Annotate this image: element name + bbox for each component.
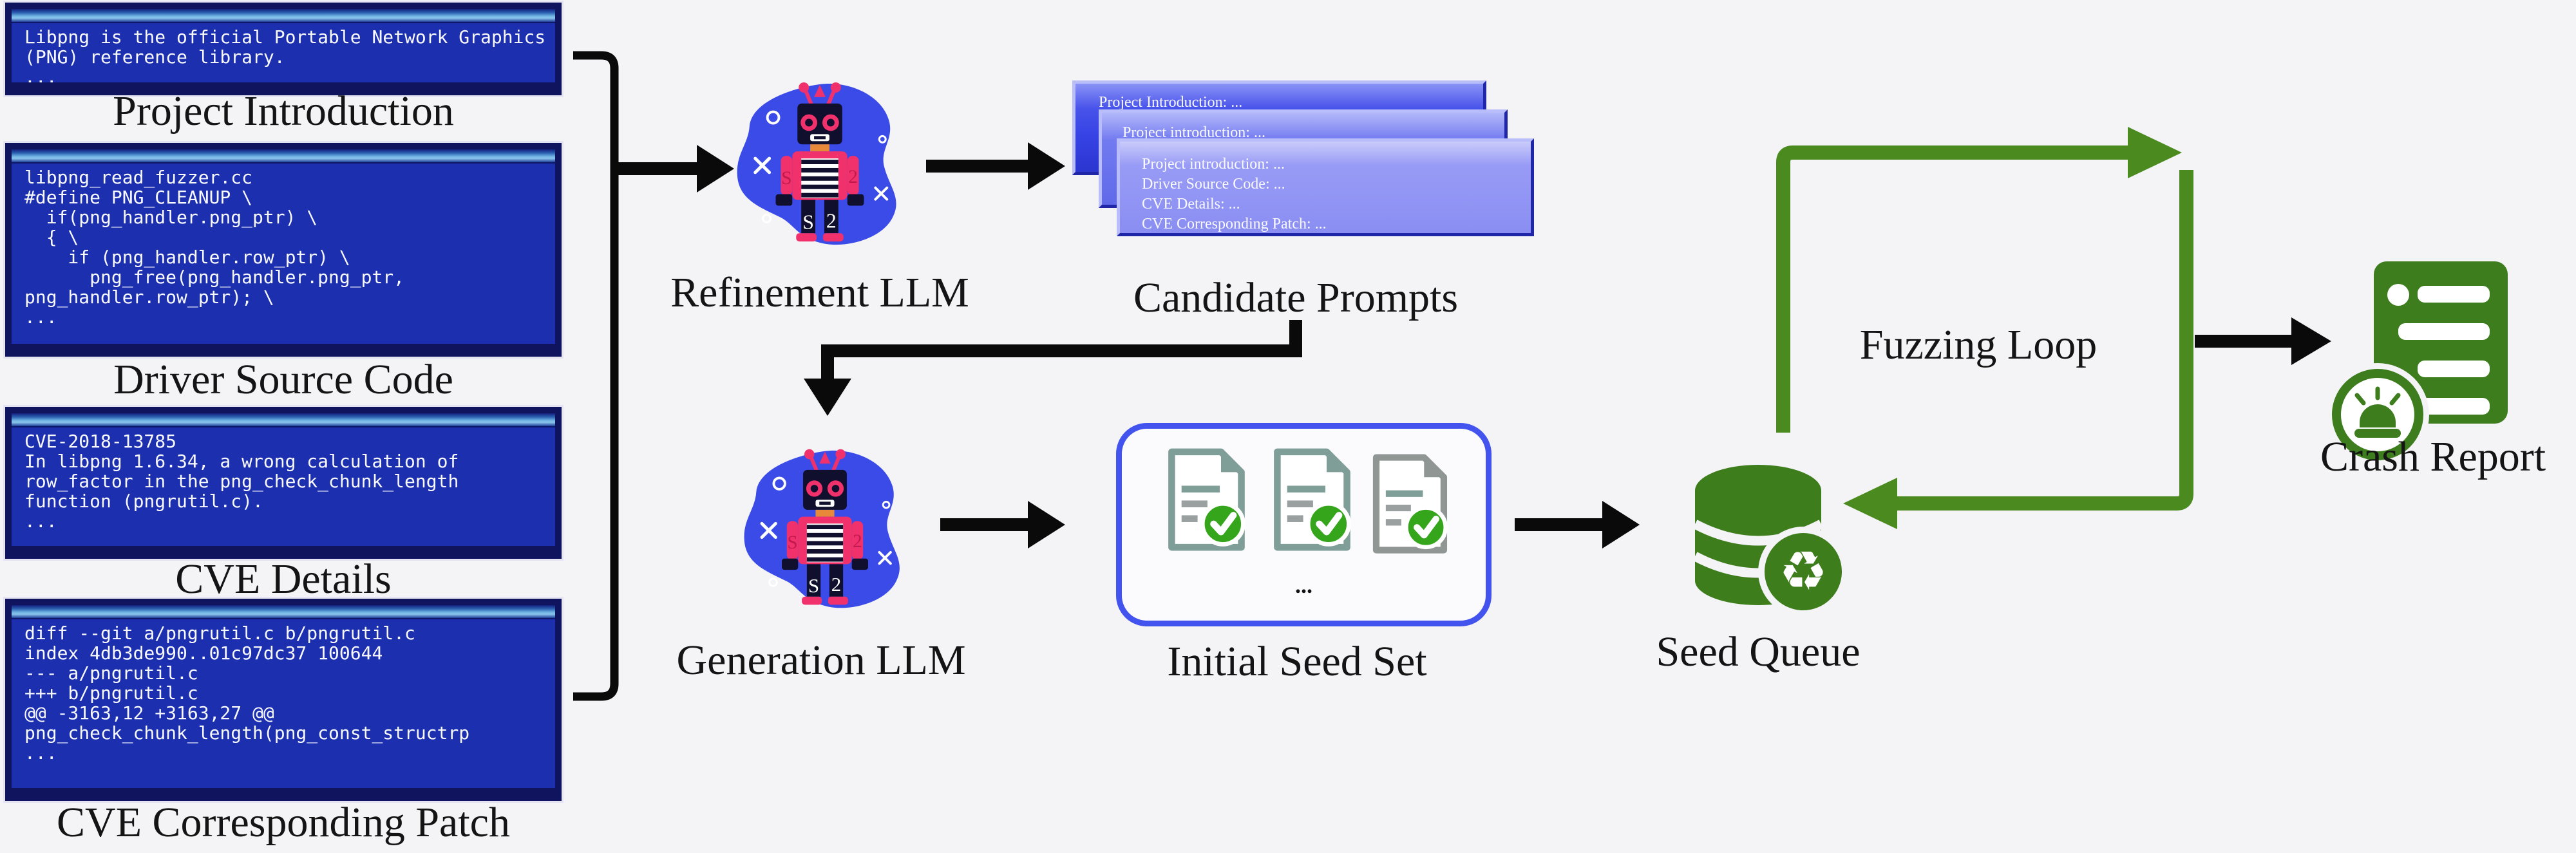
prompt-card-text: Project Introduction: ... — [1099, 94, 1243, 111]
code-line: (PNG) reference library. — [24, 46, 285, 68]
code-line: png_free(png_handler.png_ptr, — [24, 267, 405, 288]
label-cve-patch: CVE Corresponding Patch — [57, 799, 510, 846]
seed-document-icon — [1372, 454, 1448, 554]
robot-leg-marking-right: 2 — [826, 209, 837, 232]
arrowhead-generation-to-seedset — [1028, 501, 1065, 548]
seed-document-icon — [1168, 448, 1245, 551]
panel-cve-details: CVE-2018-13785 In libpng 1.6.34, a wrong… — [5, 407, 562, 559]
code-line: ... — [24, 511, 57, 532]
robot-leg-marking-left: S — [808, 574, 819, 597]
label-project-introduction: Project Introduction — [113, 88, 454, 135]
code-line: { \ — [24, 227, 79, 248]
robot-arm-marking-left: S — [787, 532, 797, 553]
code-line: Libpng is the official Portable Network … — [24, 26, 546, 48]
code-line: png_handler.row_ptr); \ — [24, 286, 274, 308]
candidate-prompt-card-front: Project introduction: ... Driver Source … — [1117, 138, 1534, 236]
code-block: diff --git a/pngrutil.c b/pngrutil.c ind… — [12, 619, 555, 763]
label-fuzzing-loop: Fuzzing Loop — [1859, 321, 2098, 368]
code-line: @@ -3163,12 +3163,27 @@ — [24, 702, 274, 724]
label-generation-llm: Generation LLM — [676, 637, 966, 684]
arrowhead-refinement-to-prompts — [1028, 142, 1065, 190]
code-line: CVE-2018-13785 — [24, 431, 177, 452]
seed-set-more-indicator: ... — [1295, 572, 1312, 598]
loop-path-return — [1895, 170, 2193, 511]
prompt-card-text: Project introduction: ... — [1122, 124, 1265, 141]
code-line: ... — [24, 306, 57, 328]
label-seed-queue: Seed Queue — [1656, 628, 1861, 675]
loop-path-out — [1776, 145, 2130, 433]
seed-queue-database-icon: ♻ — [1692, 465, 1847, 617]
code-line: function (pngrutil.c). — [24, 491, 263, 512]
window-titlebar — [12, 413, 555, 427]
prompt-card-text: CVE Corresponding Patch: ... — [1142, 216, 1327, 232]
code-line: index 4db3de990..01c97dc37 100644 — [24, 642, 383, 664]
recycle-icon: ♻ — [1779, 539, 1827, 603]
label-initial-seed-set: Initial Seed Set — [1167, 638, 1427, 685]
prompt-card-text: CVE Details: ... — [1142, 196, 1240, 212]
window-titlebar — [12, 9, 555, 23]
code-block: libpng_read_fuzzer.cc #define PNG_CLEANU… — [12, 164, 555, 327]
panel-project-introduction: Libpng is the official Portable Network … — [5, 3, 562, 95]
loop-arrowhead-return — [1843, 478, 1897, 529]
label-driver-source-code: Driver Source Code — [113, 356, 453, 403]
robot-arm-marking-left: S — [781, 167, 792, 189]
arrowhead-loop-to-crash — [2291, 317, 2331, 365]
panel-cve-patch: diff --git a/pngrutil.c b/pngrutil.c ind… — [5, 599, 562, 801]
code-line: ... — [24, 742, 57, 764]
arrowhead-seedset-to-queue — [1602, 501, 1640, 548]
robot-arm-marking-right: 2 — [853, 531, 862, 552]
arrowhead-prompts-to-generation — [804, 379, 851, 416]
label-crash-report: Crash Report — [2320, 433, 2546, 480]
code-line: libpng_read_fuzzer.cc — [24, 167, 253, 188]
window-titlebar — [12, 149, 555, 164]
code-line: --- a/pngrutil.c — [24, 662, 198, 684]
label-candidate-prompts: Candidate Prompts — [1133, 274, 1459, 321]
robot-leg-marking-right: 2 — [831, 573, 842, 595]
arrow-prompts-to-generation — [821, 320, 1302, 381]
code-line: diff --git a/pngrutil.c b/pngrutil.c — [24, 623, 415, 644]
input-bracket — [573, 51, 619, 701]
refinement-llm-robot-icon: S 2 S 2 — [737, 82, 896, 245]
crash-report-icon — [2331, 261, 2508, 466]
label-cve-details: CVE Details — [175, 556, 392, 603]
robot-leg-marking-left: S — [802, 211, 814, 233]
code-line: +++ b/pngrutil.c — [24, 682, 198, 704]
code-line: if (png_handler.row_ptr) \ — [24, 247, 350, 268]
prompt-card-text: Project introduction: ... — [1142, 156, 1285, 173]
seed-document-icon — [1274, 448, 1351, 551]
code-line: ... — [24, 66, 57, 88]
label-refinement-llm: Refinement LLM — [670, 269, 969, 316]
panel-driver-source-code: libpng_read_fuzzer.cc #define PNG_CLEANU… — [5, 143, 562, 357]
initial-seed-set-box: ... — [1116, 423, 1492, 626]
window-titlebar — [12, 605, 555, 619]
code-line: #define PNG_CLEANUP \ — [24, 187, 253, 208]
code-block: Libpng is the official Portable Network … — [12, 23, 555, 88]
robot-arm-marking-right: 2 — [848, 166, 858, 187]
prompt-card-text: Driver Source Code: ... — [1142, 176, 1285, 192]
code-line: png_check_chunk_length(png_const_structr… — [24, 722, 470, 744]
code-block: CVE-2018-13785 In libpng 1.6.34, a wrong… — [12, 427, 555, 531]
code-line: row_factor in the png_check_chunk_length — [24, 471, 459, 492]
code-line: In libpng 1.6.34, a wrong calculation of — [24, 451, 459, 472]
arrowhead-inputs-to-refinement — [697, 145, 734, 192]
generation-llm-robot-icon: S 2 S 2 — [744, 449, 900, 608]
code-line: if(png_handler.png_ptr) \ — [24, 207, 318, 228]
loop-arrowhead-out — [2128, 127, 2182, 178]
